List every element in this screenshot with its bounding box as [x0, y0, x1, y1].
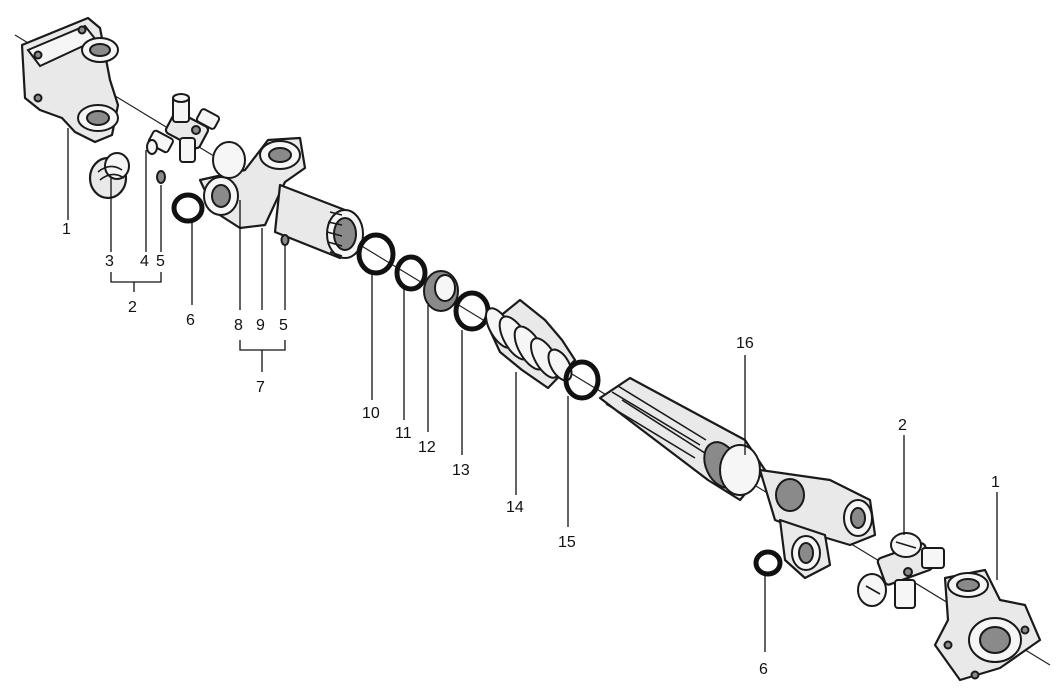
callout-2-right: 2 [898, 417, 907, 434]
bellows-boot [485, 298, 577, 390]
callout-7: 7 [256, 379, 265, 396]
callout-9: 9 [256, 317, 265, 334]
flange-yoke-right [933, 568, 1042, 682]
callout-1-left: 1 [62, 221, 71, 238]
callout-10: 10 [362, 405, 380, 422]
callout-6-left: 6 [186, 312, 195, 329]
callout-11: 11 [395, 425, 412, 442]
splined-shaft-yoke [598, 376, 877, 580]
callout-15: 15 [558, 534, 576, 551]
callout-5-left: 5 [156, 253, 165, 270]
grease-nipple-yoke [280, 234, 290, 246]
universal-cross-left [146, 93, 221, 163]
callout-12: 12 [418, 439, 436, 456]
leader-lines [67, 128, 998, 652]
callout-1-right: 1 [991, 474, 1000, 491]
bearing-cap-left [88, 152, 130, 200]
callout-13: 13 [452, 462, 470, 479]
ring-10 [356, 232, 396, 276]
universal-cross-right [857, 532, 945, 609]
grease-nipple-left [156, 170, 166, 184]
flange-yoke-left [20, 16, 120, 144]
ring-11 [394, 254, 428, 292]
callout-16: 16 [736, 335, 754, 352]
ring-15 [563, 359, 601, 401]
callout-2-left: 2 [128, 299, 137, 316]
bearing-12 [423, 270, 459, 312]
ring-13 [453, 290, 491, 332]
callout-5-yoke: 5 [279, 317, 288, 334]
callout-14: 14 [506, 499, 524, 516]
callout-3: 3 [105, 253, 114, 270]
snap-ring-left [171, 192, 205, 224]
callout-8: 8 [234, 317, 243, 334]
callout-6-right: 6 [759, 661, 768, 678]
snap-ring-right [753, 549, 783, 577]
slip-yoke [198, 136, 364, 260]
callout-4: 4 [140, 253, 149, 270]
